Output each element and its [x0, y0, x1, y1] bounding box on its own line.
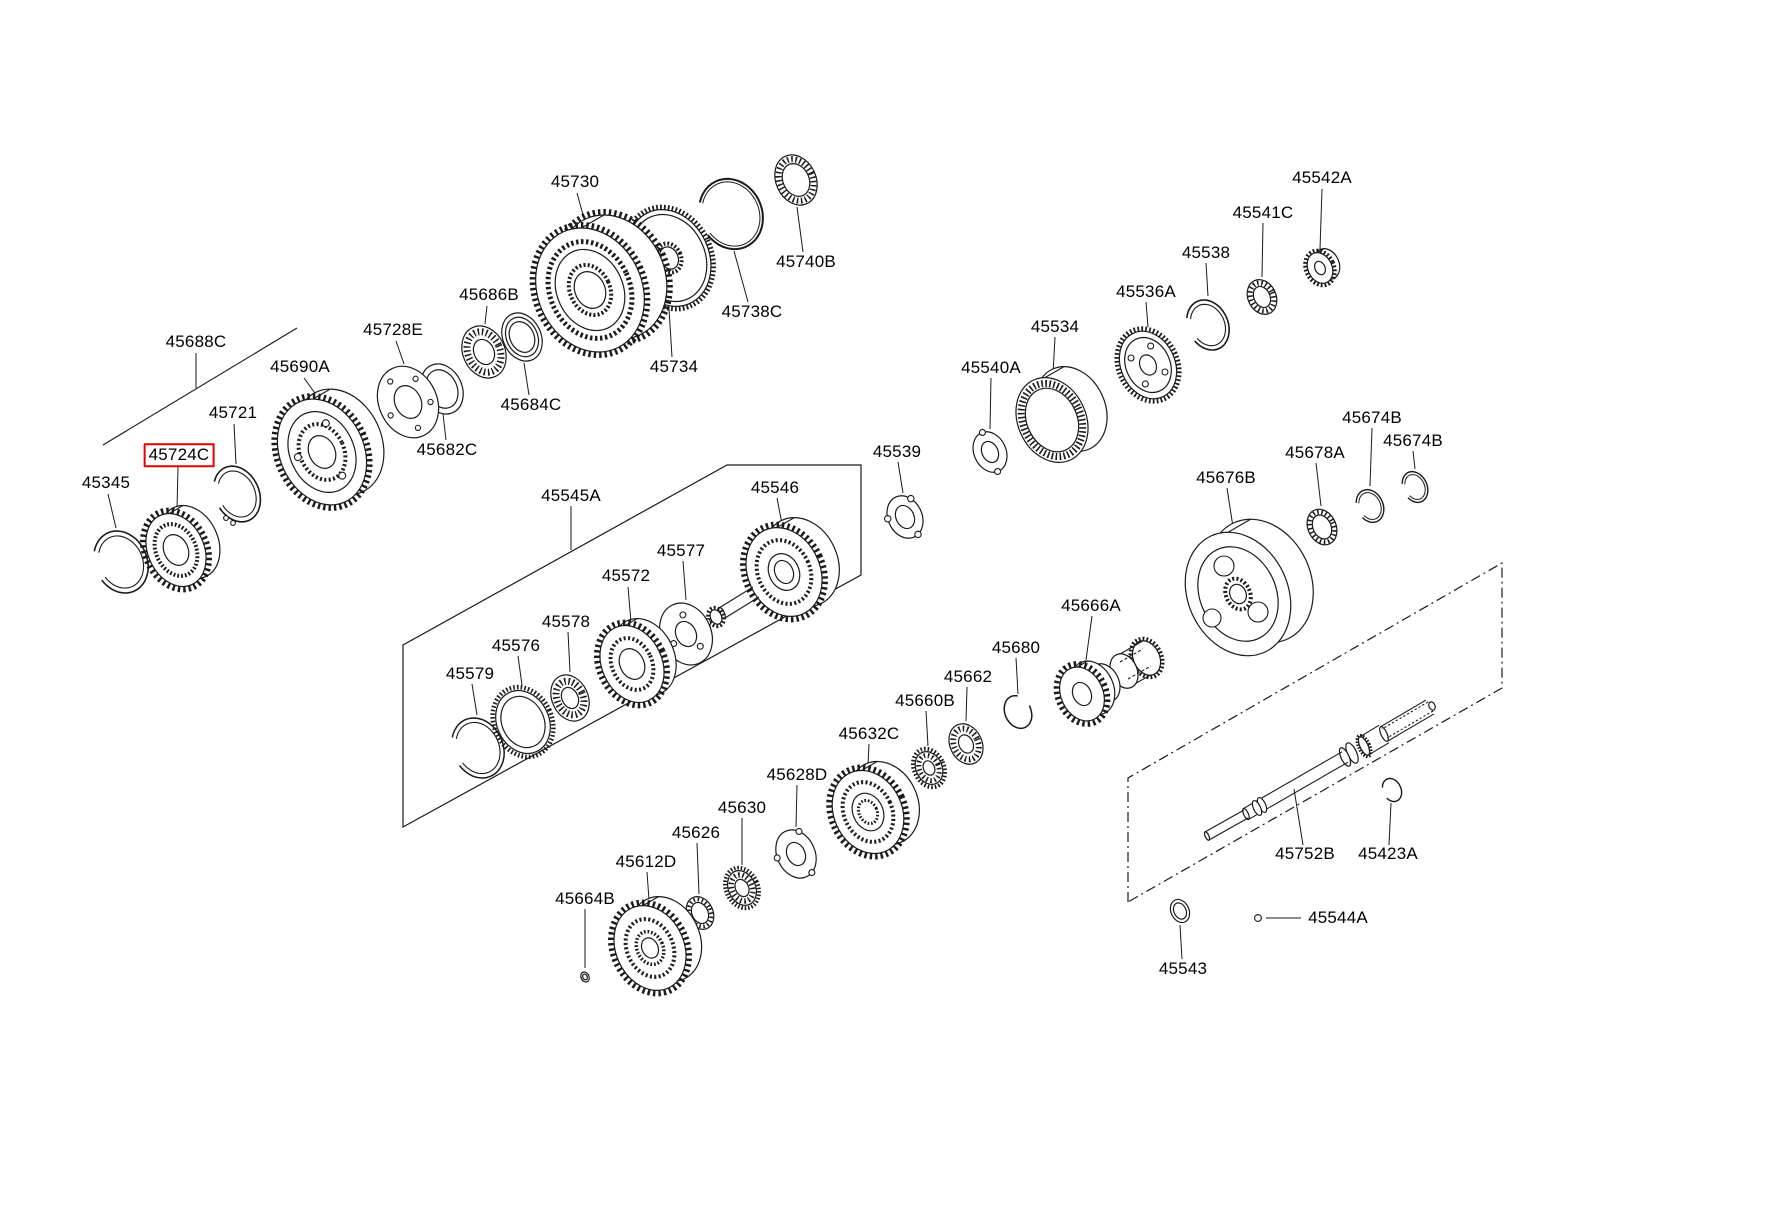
part-label-45540A[interactable]: 45540A: [961, 358, 1021, 378]
part-art-45684C: [501, 312, 543, 362]
part-art-45730: [529, 208, 673, 359]
part-art-45542A: [1303, 248, 1341, 288]
part-label-45724C[interactable]: 45724C: [143, 443, 215, 467]
part-art-45630: [722, 865, 762, 911]
part-art-45690A: [271, 388, 385, 511]
part-label-45730[interactable]: 45730: [550, 172, 600, 192]
part-label-45543[interactable]: 45543: [1158, 959, 1208, 979]
part-label-45682C[interactable]: 45682C: [416, 440, 478, 460]
part-label-45626[interactable]: 45626: [671, 823, 721, 843]
part-art-45664B: [580, 971, 590, 983]
part-label-45577[interactable]: 45577: [656, 541, 706, 561]
part-art-45662: [948, 723, 984, 765]
part-art-45728E: [376, 365, 440, 439]
part-label-45740B[interactable]: 45740B: [776, 252, 836, 272]
part-label-45534[interactable]: 45534: [1030, 317, 1080, 337]
assembly-boxes: [102, 327, 1503, 904]
part-art-45666A: [1053, 636, 1165, 727]
part-label-45632C[interactable]: 45632C: [838, 724, 900, 744]
part-art-45544A: [1254, 914, 1262, 922]
part-art-45674B-2: [1401, 470, 1429, 504]
part-art-45674B-1: [1355, 488, 1385, 523]
part-label-45662[interactable]: 45662: [943, 667, 993, 687]
part-art-45576: [490, 684, 556, 760]
part-art-45738C: [698, 177, 764, 251]
part-label-45544A[interactable]: 45544A: [1308, 908, 1368, 928]
part-label-45728E[interactable]: 45728E: [363, 320, 423, 340]
part-label-45660B[interactable]: 45660B: [895, 691, 955, 711]
leader-lines: [107, 188, 1416, 968]
part-art-45538: [1186, 299, 1231, 351]
part-label-45674B[interactable]: 45674B: [1383, 431, 1443, 451]
part-art-45536A: [1114, 326, 1182, 404]
part-art-45676B: [1184, 518, 1314, 657]
part-label-45738C[interactable]: 45738C: [721, 302, 783, 322]
part-label-45734[interactable]: 45734: [649, 357, 699, 377]
part-art-45578: [550, 674, 590, 722]
part-label-45579[interactable]: 45579: [445, 664, 495, 684]
part-art-45721: [213, 465, 262, 526]
part-label-45423A[interactable]: 45423A: [1358, 844, 1418, 864]
part-label-45688C[interactable]: 45688C: [165, 332, 227, 352]
part-art-45579: [451, 717, 505, 779]
part-label-45678A[interactable]: 45678A: [1285, 443, 1345, 463]
part-label-45684C[interactable]: 45684C: [500, 395, 562, 415]
part-label-45546[interactable]: 45546: [750, 478, 800, 498]
part-art-45724C: [139, 504, 221, 593]
part-label-45536A[interactable]: 45536A: [1116, 282, 1176, 302]
part-label-45664B[interactable]: 45664B: [555, 889, 615, 909]
part-label-45721[interactable]: 45721: [208, 403, 258, 423]
part-art-45752B: [1203, 699, 1436, 841]
part-label-45676B[interactable]: 45676B: [1196, 468, 1256, 488]
part-art-45740B: [774, 154, 818, 206]
part-art-45678A: [1306, 508, 1338, 546]
part-art-45572: [594, 617, 677, 709]
part-art-45541C: [1246, 279, 1278, 315]
part-label-45572[interactable]: 45572: [601, 566, 651, 586]
part-label-45542A[interactable]: 45542A: [1292, 168, 1352, 188]
part-art-45540A: [972, 428, 1008, 476]
part-art-45539: [883, 494, 924, 539]
part-art-45686B: [461, 325, 507, 379]
part-art-45345: [93, 530, 150, 594]
part-art-45628D: [773, 827, 817, 879]
part-label-45628D[interactable]: 45628D: [766, 765, 828, 785]
part-label-45666A[interactable]: 45666A: [1061, 596, 1121, 616]
part-label-45538[interactable]: 45538: [1181, 243, 1231, 263]
part-art-45543: [1169, 898, 1191, 924]
part-label-45345[interactable]: 45345: [81, 473, 131, 493]
part-label-45674B[interactable]: 45674B: [1342, 408, 1402, 428]
part-art-45680: [1003, 694, 1033, 730]
part-label-45576[interactable]: 45576: [491, 636, 541, 656]
part-label-45612D[interactable]: 45612D: [615, 852, 677, 872]
part-art-45660B: [910, 746, 948, 790]
part-art-45612D: [608, 896, 703, 997]
part-art-45632C: [826, 760, 920, 860]
part-art-45423A: [1381, 777, 1403, 803]
part-label-45752B[interactable]: 45752B: [1275, 844, 1335, 864]
part-label-45680[interactable]: 45680: [991, 638, 1041, 658]
part-art-45546: [704, 517, 840, 629]
part-label-45578[interactable]: 45578: [541, 612, 591, 632]
part-label-45686B[interactable]: 45686B: [459, 285, 519, 305]
part-label-45690A[interactable]: 45690A: [270, 357, 330, 377]
part-label-45630[interactable]: 45630: [717, 798, 767, 818]
part-label-45539[interactable]: 45539: [872, 442, 922, 462]
part-label-45545A[interactable]: 45545A: [541, 486, 601, 506]
part-label-45541C[interactable]: 45541C: [1232, 203, 1294, 223]
part-art-45534: [1015, 366, 1108, 463]
